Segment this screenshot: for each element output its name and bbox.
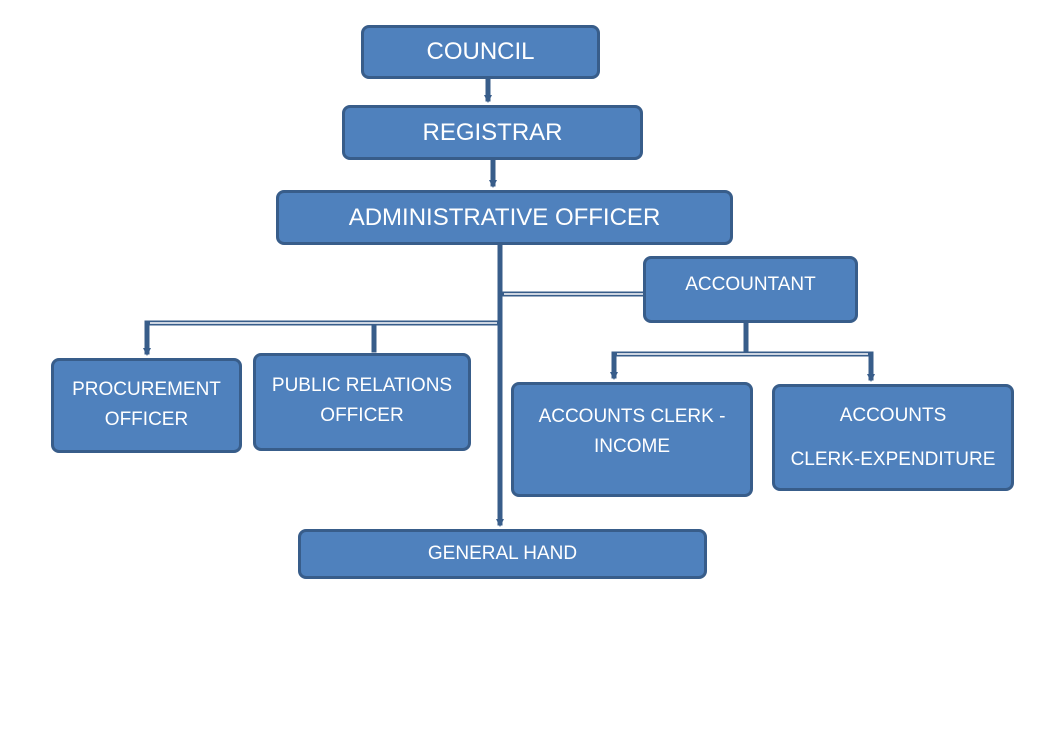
public-relations-officer-label-line-1: PUBLIC RELATIONS (271, 375, 453, 396)
general-hand-label: GENERAL HAND (427, 543, 578, 565)
accounts-clerk-expenditure-label-line-2: CLERK-EXPENDITURE (790, 448, 996, 470)
accounts-clerk-income-label-line-1: ACCOUNTS CLERK - (538, 406, 726, 427)
administrative-officer-label: ADMINISTRATIVE OFFICER (348, 203, 661, 231)
public-relations-officer-label-line-2: OFFICER (320, 404, 404, 426)
procurement-officer-label-line-2: OFFICER (104, 408, 189, 430)
accounts-clerk-expenditure-label-line-1: ACCOUNTS (839, 405, 947, 426)
registrar-label: REGISTRAR (422, 118, 563, 146)
accounts-clerk-income-box: ACCOUNTS CLERK - INCOME (511, 382, 753, 497)
accountant-label: ACCOUNTANT (685, 274, 816, 295)
procurement-officer-label-line-1: PROCUREMENT (72, 379, 221, 400)
public-relations-officer-box: PUBLIC RELATIONS OFFICER (253, 353, 471, 451)
council-box: COUNCIL (361, 25, 600, 79)
accountant-box: ACCOUNTANT (643, 256, 858, 323)
accounts-clerk-income-label-line-2: INCOME (594, 435, 670, 457)
procurement-officer-box: PROCUREMENT OFFICER (51, 358, 242, 453)
general-hand-box: GENERAL HAND (298, 529, 707, 579)
accounts-clerk-expenditure-box: ACCOUNTS CLERK-EXPENDITURE (772, 384, 1014, 491)
council-label: COUNCIL (426, 38, 535, 65)
registrar-box: REGISTRAR (342, 105, 643, 160)
administrative-officer-box: ADMINISTRATIVE OFFICER (276, 190, 733, 245)
